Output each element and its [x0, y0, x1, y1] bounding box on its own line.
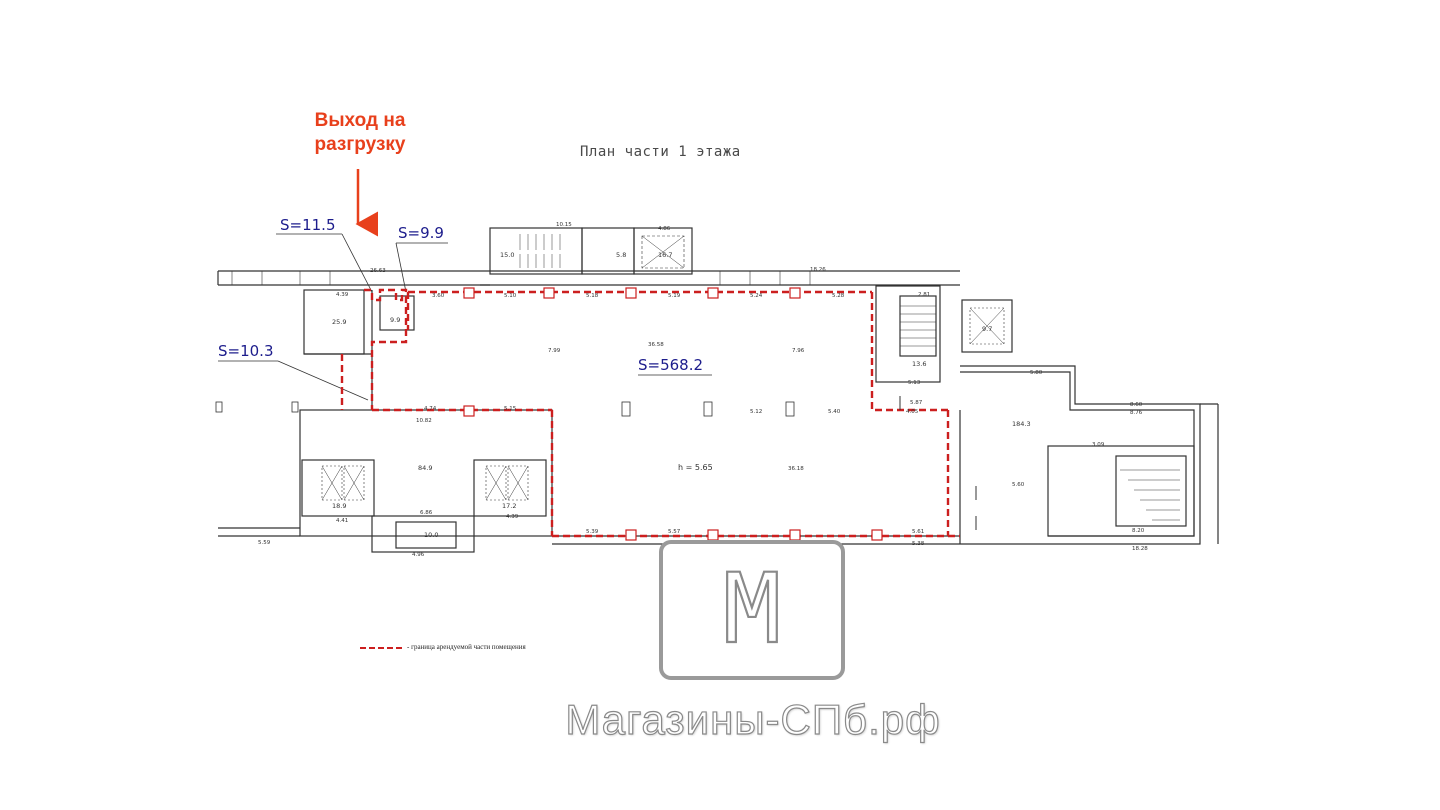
- dim-label: 3.60: [432, 293, 445, 299]
- dim-label: 4.05: [906, 409, 919, 415]
- room-area: 5.8: [616, 251, 626, 259]
- dim-label: 5.15: [504, 406, 517, 412]
- dim-label: 18.26: [810, 267, 826, 273]
- area-label-main: S=568.2: [638, 356, 704, 374]
- dim-label: 5.19: [668, 293, 681, 299]
- rental-boundary: [340, 288, 960, 538]
- room-area: 184.3: [1012, 420, 1031, 428]
- dim-label: 5.38: [912, 541, 925, 547]
- brand-logo-icon: М: [659, 540, 845, 680]
- dimension-labels: 4.39 26.63 3.60 5.10 5.18 5.19 5.24 5.28…: [258, 222, 1148, 558]
- dim-label: 5.39: [586, 529, 599, 535]
- dim-label: 5.57: [668, 529, 681, 535]
- room-area: 13.6: [912, 360, 926, 368]
- room-area: 9.7: [982, 325, 992, 333]
- dim-label: 5.10: [504, 293, 517, 299]
- legend-text: - граница арендуемой части помещения: [407, 643, 526, 651]
- room-area: 18.9: [332, 502, 346, 510]
- dim-label: 5.13: [908, 380, 921, 386]
- dim-label: 26.63: [370, 268, 386, 274]
- dim-label: 5.24: [750, 293, 763, 299]
- brand-watermark: Магазины-СПб.рф: [565, 695, 941, 743]
- dim-label: 4.86: [658, 226, 671, 232]
- dim-label: 5.61: [912, 529, 924, 535]
- room-area: 9.9: [390, 316, 400, 324]
- dim-label: 2.81: [918, 292, 930, 298]
- dim-label: 36.58: [648, 342, 664, 348]
- area-label-9-9: S=9.9: [398, 224, 444, 242]
- dim-label: 7.99: [548, 348, 561, 354]
- walls: [217, 227, 1219, 553]
- dim-label: 5.60: [1012, 482, 1025, 488]
- ceiling-height: h = 5.65: [678, 463, 713, 472]
- room-area: 16.7: [658, 251, 672, 259]
- room-area: 84.9: [418, 464, 432, 472]
- entrance-marks: [899, 396, 977, 530]
- area-label-11-5: S=11.5: [280, 216, 336, 234]
- unloading-exit-label: Выход на разгрузку: [314, 110, 406, 155]
- dim-label: 4.41: [336, 518, 348, 524]
- dim-label: 18.28: [1132, 546, 1148, 552]
- room-area: 15.0: [500, 251, 514, 259]
- dim-label: 5.59: [258, 540, 271, 546]
- dim-label: 5.12: [750, 409, 762, 415]
- interior-columns: [215, 401, 795, 417]
- dim-label: 10.82: [416, 418, 432, 424]
- dim-label: 6.86: [420, 510, 433, 516]
- room-labels: 25.9 9.9 84.9 18.9 17.2 10.0 184.3 13.6 …: [332, 251, 1031, 539]
- dim-label: 8.60: [1130, 402, 1143, 408]
- dim-label: 7.96: [792, 348, 805, 354]
- dim-label: 5.87: [910, 400, 923, 406]
- dim-label: 5.18: [586, 293, 599, 299]
- dim-label: 4.96: [412, 552, 425, 558]
- dim-label: 3.09: [1092, 442, 1105, 448]
- dim-label: 8.76: [1130, 410, 1143, 416]
- dim-label: 36.18: [788, 466, 804, 472]
- area-label-10-3: S=10.3: [218, 342, 274, 360]
- room-area: 25.9: [332, 318, 346, 326]
- dim-label: 4.74: [424, 406, 437, 412]
- dim-label: 4.39: [506, 514, 519, 520]
- dim-label: 5.40: [828, 409, 841, 415]
- plan-title: План части 1 этажа: [580, 144, 741, 160]
- dim-label: 4.39: [336, 292, 349, 298]
- dim-label: 5.28: [832, 293, 845, 299]
- room-area: 17.2: [502, 502, 516, 510]
- dim-label: 8.20: [1132, 528, 1145, 534]
- room-area: 10.0: [424, 531, 438, 539]
- logo-letter: М: [723, 553, 781, 665]
- columns: [463, 287, 883, 541]
- dim-label: 10.15: [556, 222, 572, 228]
- area-leader-lines: [218, 233, 712, 401]
- dim-label: 5.80: [1030, 370, 1043, 376]
